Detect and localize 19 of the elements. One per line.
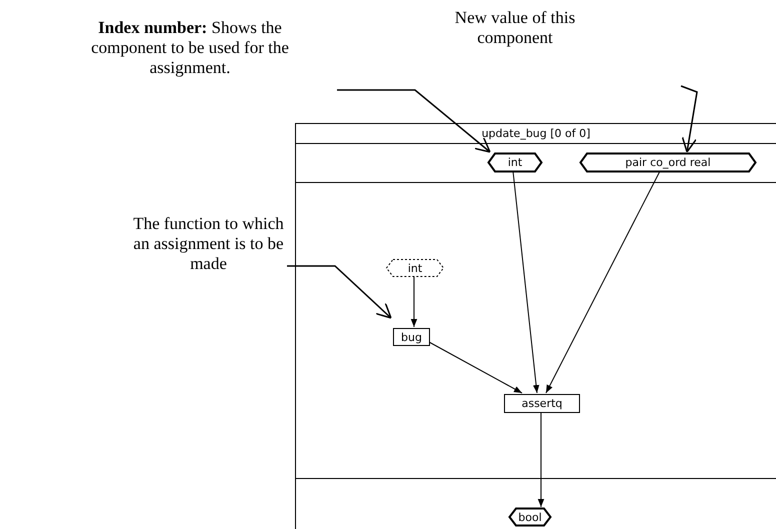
arrow [546, 170, 660, 394]
window-title: update_bug [0 of 0] [482, 127, 590, 140]
annotation-text: Index number: Shows the component to be used for the assignment. [90, 18, 290, 78]
function-box: bug [393, 328, 430, 346]
function-box: assertq [504, 394, 580, 413]
type-hexagon: int [386, 259, 444, 277]
leader-line [337, 89, 491, 153]
annotation-text: New value of this component [454, 8, 576, 48]
annotation-text: The function to which an assignment is to be made [132, 214, 285, 274]
type-hexagon: int [488, 153, 542, 172]
arrow [428, 342, 522, 394]
leader-line [680, 85, 698, 153]
type-hexagon: bool [509, 508, 551, 526]
arrow [410, 276, 418, 328]
arrow [538, 412, 544, 508]
leader-line [287, 265, 392, 319]
type-hexagon: pair co_ord real [580, 153, 756, 172]
arrow [512, 170, 540, 394]
window-frame [295, 123, 776, 529]
